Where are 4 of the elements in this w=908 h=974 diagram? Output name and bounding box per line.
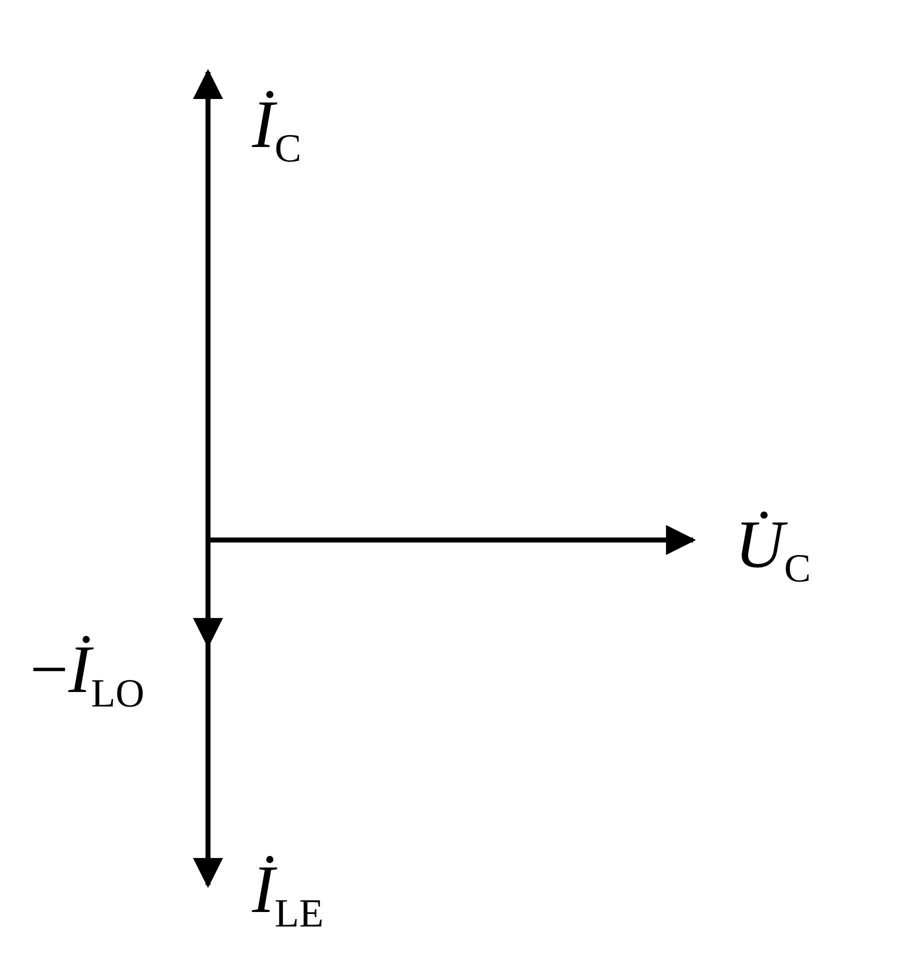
phasor-label: −İ$_{LO}$ (30, 635, 144, 714)
phasor-label: U̇$_{C}$ (735, 510, 811, 589)
phasor-label: İ$_{C}$ (252, 90, 302, 169)
phasor-label: İ$_{LE}$ (252, 855, 324, 934)
